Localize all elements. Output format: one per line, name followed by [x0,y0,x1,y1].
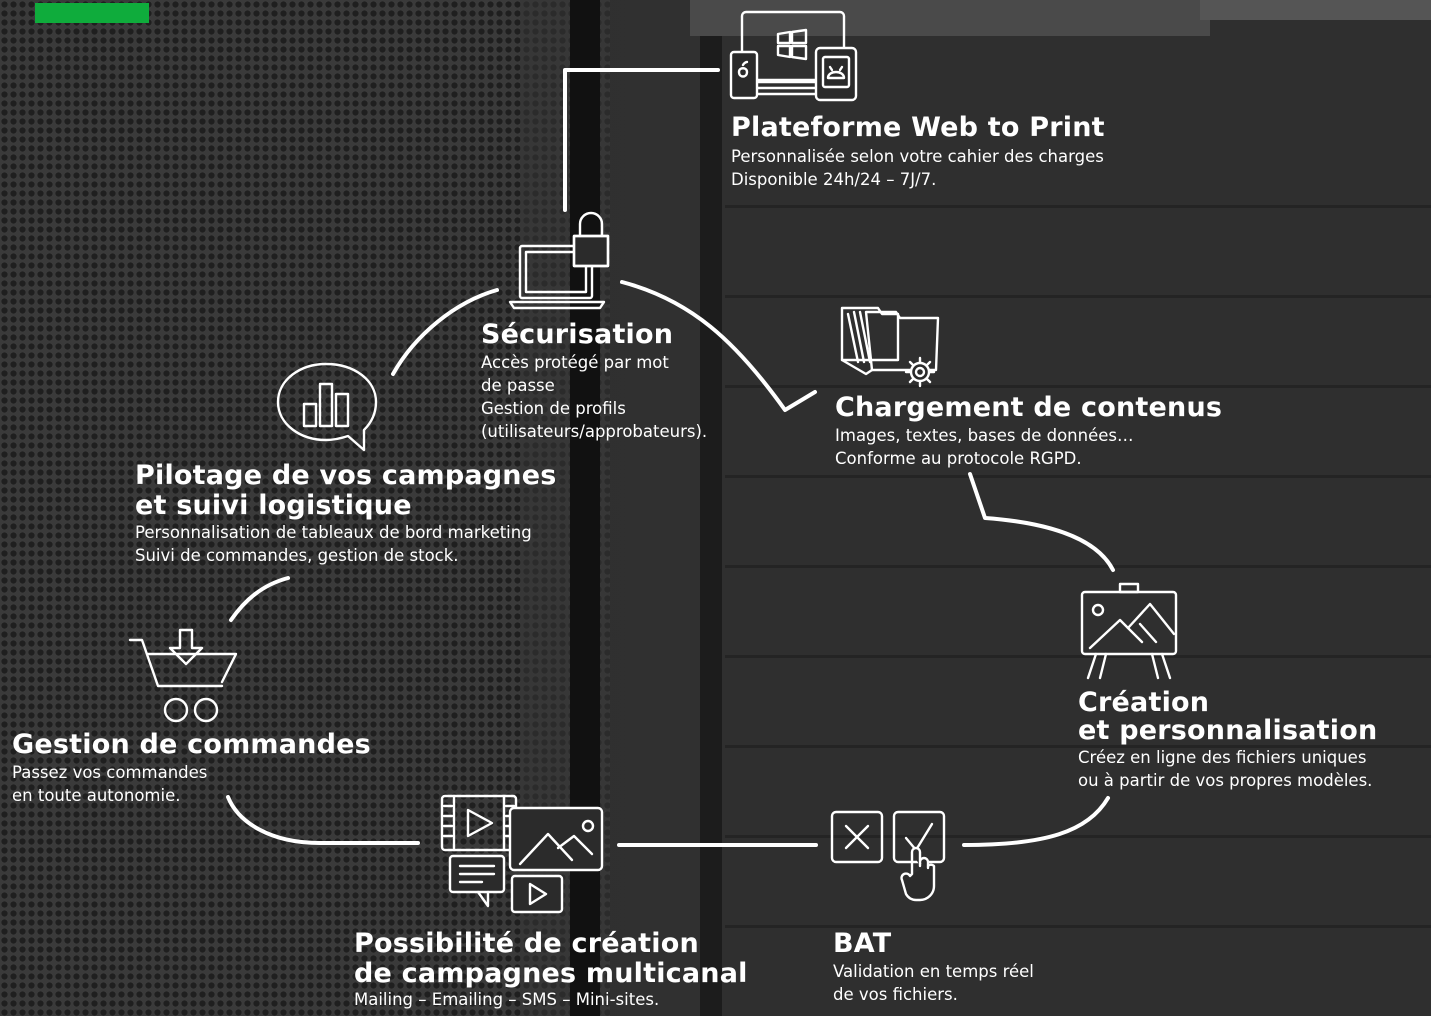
step-commandes-title: Gestion de commandes [12,729,371,760]
shopping-cart-icon [128,626,240,724]
step-chargement: Chargement de contenus Images, textes, b… [835,394,1222,470]
multi-device-icon [728,10,860,104]
step-creation-title-2: et personnalisation [1078,715,1378,746]
step-creation-title-1: Création [1078,687,1210,718]
chart-bubble-icon [272,360,382,456]
multimedia-icon [438,792,608,916]
step-bat-title: BAT [833,928,892,959]
laptop-lock-icon [508,206,612,312]
step-pilotage-title-1: Pilotage de vos campagnes [135,460,557,491]
step-multicanal-title-2: de campagnes multicanal [354,958,748,989]
validation-checkbox-icon [828,808,952,904]
step-bat-line-2: de vos fichiers. [833,985,958,1004]
step-chargement-line-1: Images, textes, bases de données… [835,426,1134,445]
step-multicanal: Possibilité de création de campagnes mul… [354,930,748,1011]
step-securisation-line-4: (utilisateurs/approbateurs). [481,422,708,441]
step-pilotage-line-1: Personnalisation de tableaux de bord mar… [135,523,532,542]
step-securisation-line-2: de passe [481,376,555,395]
step-commandes-line-2: en toute autonomie. [12,786,181,805]
step-web-to-print-line-1: Personnalisée selon votre cahier des cha… [731,147,1104,166]
step-pilotage: Pilotage de vos campagnes et suivi logis… [135,462,557,567]
step-creation: Création et personnalisation Créez en li… [1078,689,1377,792]
step-securisation: Sécurisation Accès protégé par mot de pa… [481,321,707,443]
step-multicanal-line-1: Mailing – Emailing – SMS – Mini-sites. [354,990,660,1009]
step-creation-line-2: ou à partir de vos propres modèles. [1078,771,1373,790]
accent-bar [35,3,149,23]
step-web-to-print-title: Plateforme Web to Print [731,112,1105,143]
step-pilotage-title-2: et suivi logistique [135,490,412,521]
step-chargement-line-2: Conforme au protocole RGPD. [835,449,1082,468]
step-bat-line-1: Validation en temps réel [833,962,1034,981]
step-creation-line-1: Créez en ligne des fichiers uniques [1078,748,1367,767]
step-securisation-line-3: Gestion de profils [481,399,626,418]
step-multicanal-title-1: Possibilité de création [354,928,699,959]
step-securisation-title: Sécurisation [481,319,674,350]
step-web-to-print: Plateforme Web to Print Personnalisée se… [731,114,1105,191]
step-securisation-line-1: Accès protégé par mot [481,353,669,372]
step-chargement-title: Chargement de contenus [835,392,1223,423]
step-pilotage-line-2: Suivi de commandes, gestion de stock. [135,546,459,565]
step-bat: BAT Validation en temps réel de vos fich… [833,930,1034,1006]
step-web-to-print-line-2: Disponible 24h/24 – 7J/7. [731,170,937,189]
folder-gear-icon [838,300,944,392]
step-commandes-line-1: Passez vos commandes [12,763,208,782]
easel-picture-icon [1078,582,1182,682]
step-commandes: Gestion de commandes Passez vos commande… [12,731,371,807]
